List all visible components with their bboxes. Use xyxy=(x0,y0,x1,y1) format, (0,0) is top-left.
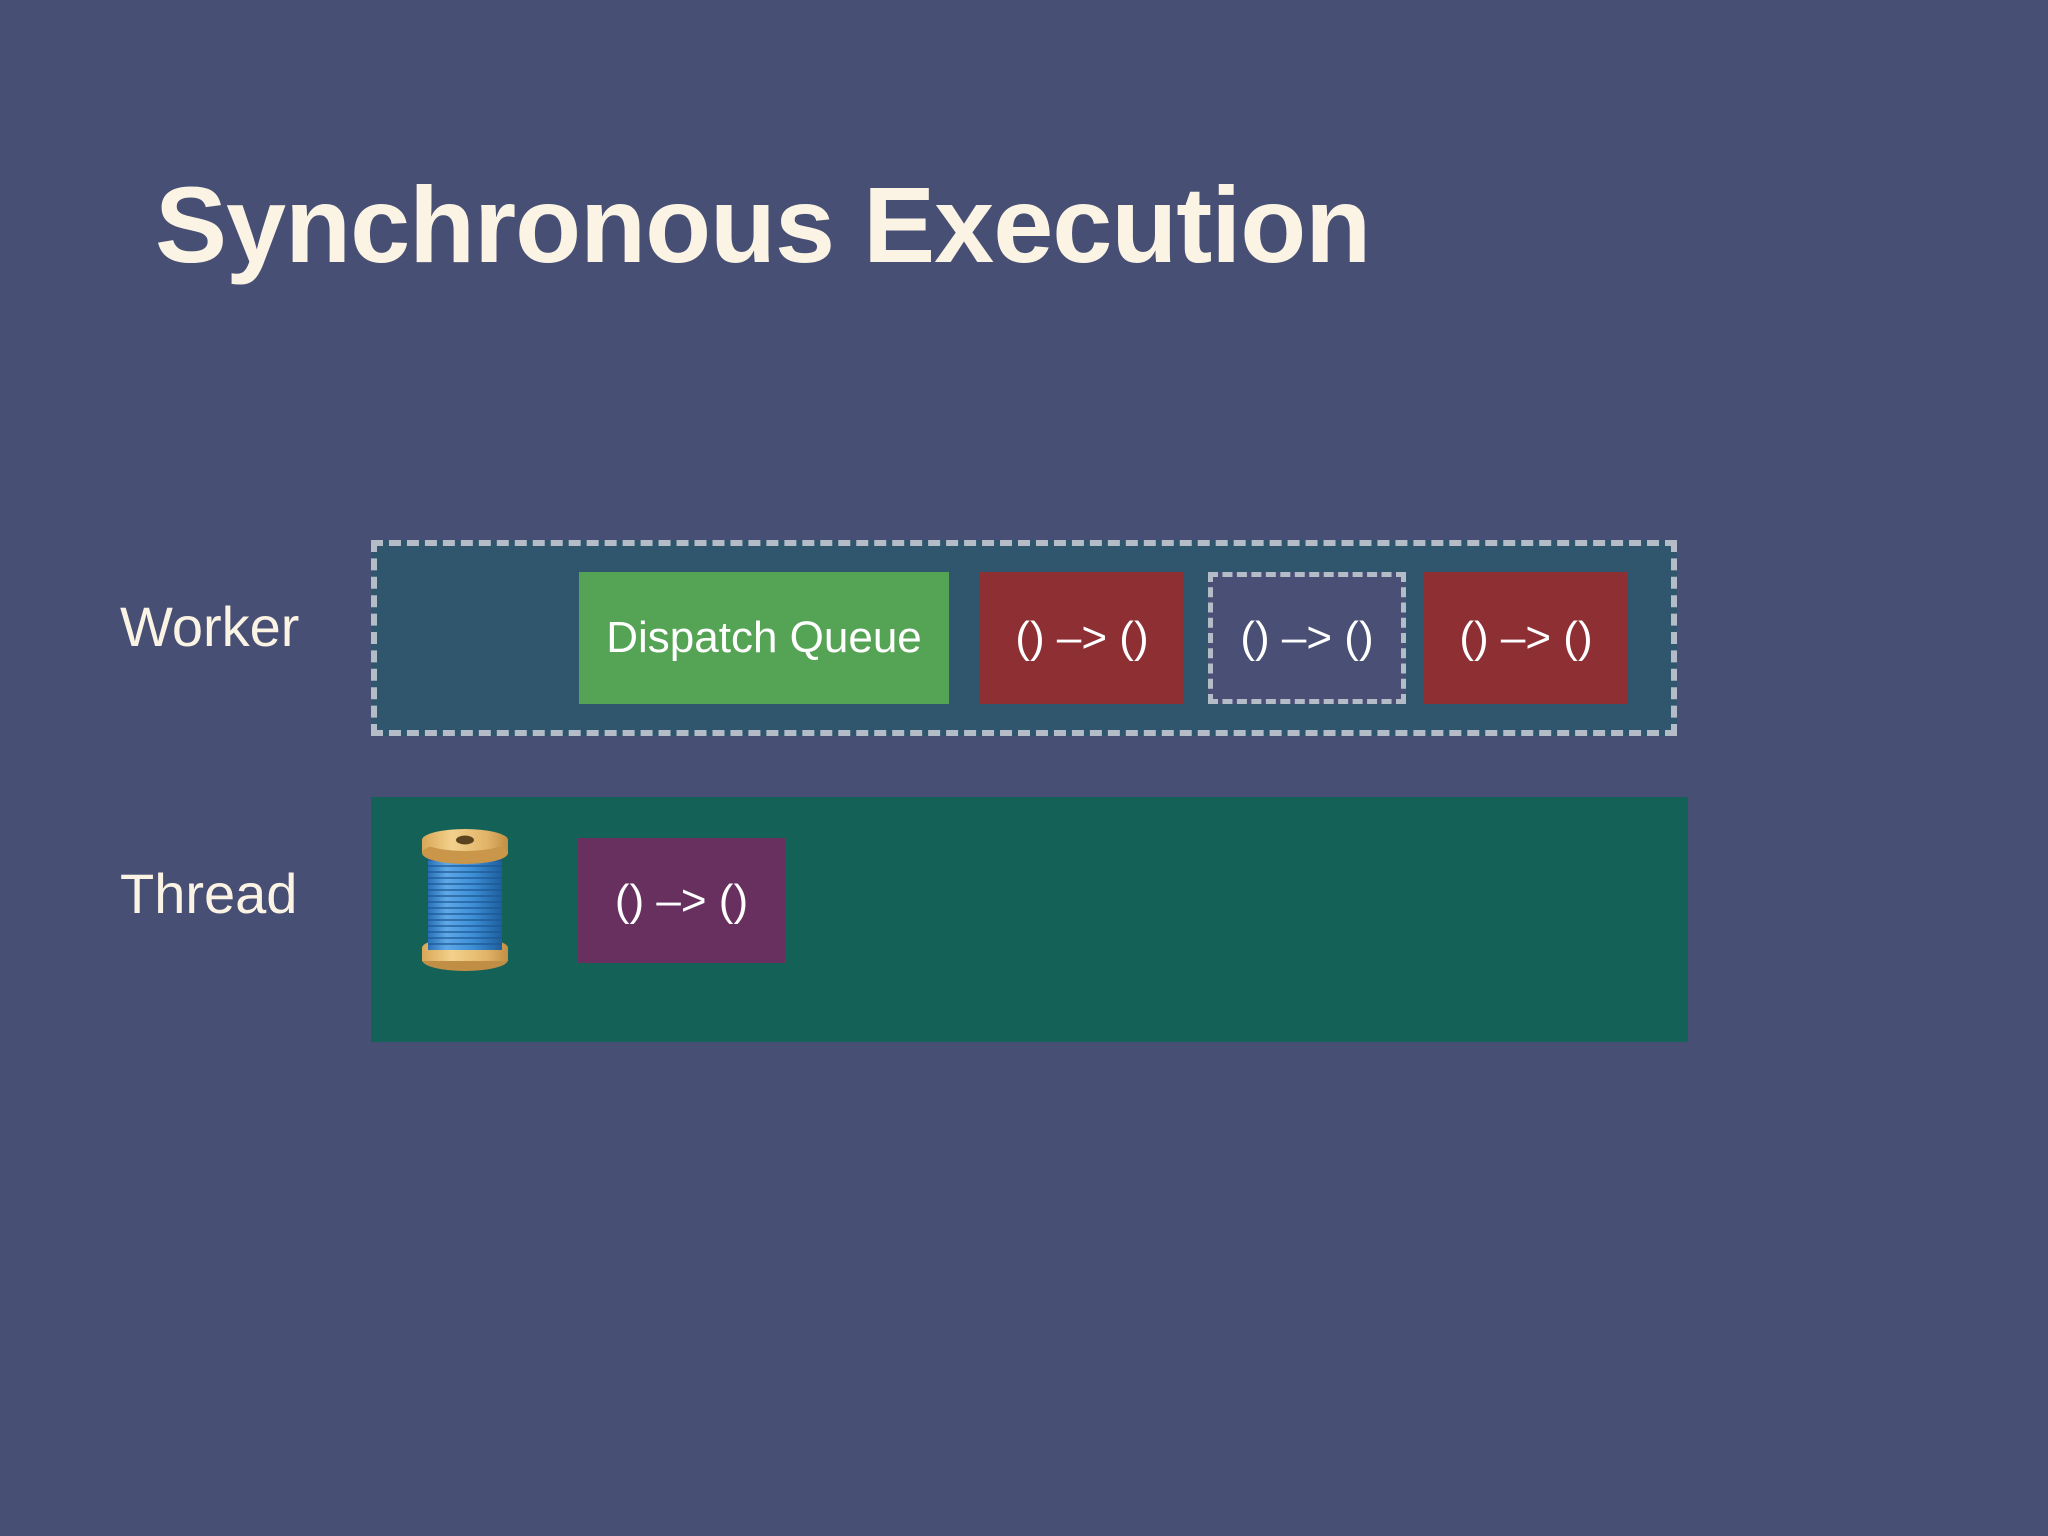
worker-function-block-2[interactable]: () –> () xyxy=(1424,572,1628,704)
worker-function-block-1[interactable]: () –> () xyxy=(980,572,1184,704)
row-label-thread: Thread xyxy=(120,862,298,925)
dispatch-queue-block[interactable]: Dispatch Queue xyxy=(579,572,949,704)
thread-spool-icon xyxy=(422,829,508,971)
thread-function-block[interactable]: () –> () xyxy=(578,838,785,963)
worker-function-block-pending[interactable]: () –> () xyxy=(1208,572,1406,704)
page-title: Synchronous Execution xyxy=(155,164,1371,285)
row-label-worker: Worker xyxy=(120,595,300,658)
thread-container xyxy=(371,797,1688,1042)
